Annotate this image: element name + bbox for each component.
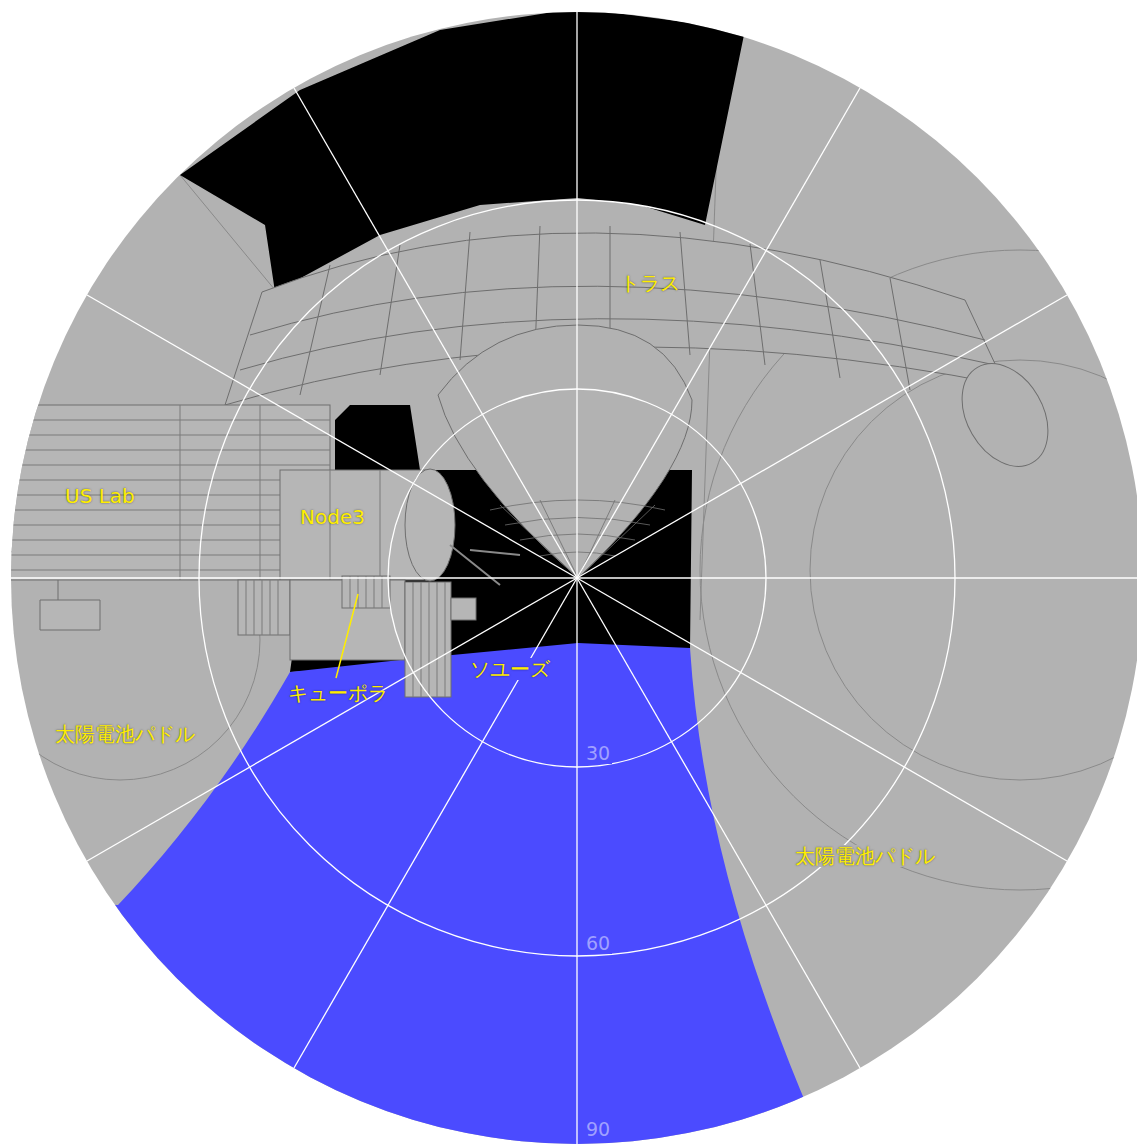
part-label: US Lab — [63, 485, 137, 507]
elevation-number: 60 — [584, 933, 612, 954]
part-label: 太陽電池パドル — [793, 845, 937, 867]
soyuz — [405, 582, 451, 697]
elevation-number: 90 — [584, 1119, 612, 1140]
truss-bowl — [438, 325, 692, 578]
part-label: ソユーズ — [468, 658, 552, 680]
part-label: 太陽電池パドル — [53, 723, 197, 745]
truss-end — [945, 348, 1066, 481]
cupola — [342, 576, 390, 608]
part-label: トラス — [618, 272, 682, 294]
part-label: キューポラ — [286, 682, 390, 704]
part-label: Node3 — [298, 506, 367, 528]
elevation-number: 30 — [584, 743, 612, 764]
elevation-grid — [11, 12, 1137, 1144]
earth — [0, 643, 815, 1144]
leader-line — [336, 594, 358, 678]
